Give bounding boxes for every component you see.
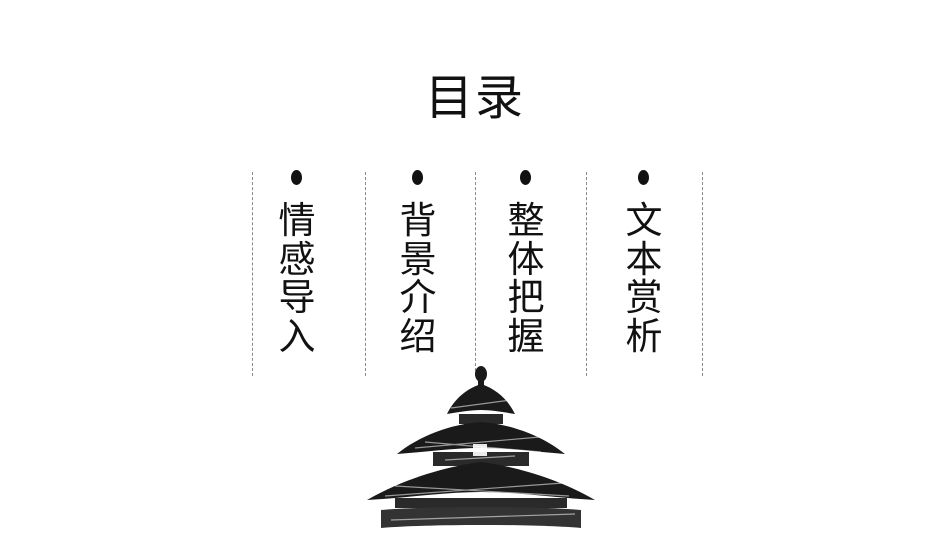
bullet-dot-icon xyxy=(291,170,302,185)
divider xyxy=(586,172,587,376)
toc-item-label: 文本赏析 xyxy=(625,199,663,358)
toc-item-label: 整体把握 xyxy=(507,199,545,358)
divider xyxy=(252,172,253,376)
bullet-dot-icon xyxy=(638,170,649,185)
divider xyxy=(475,172,476,376)
toc-item-label: 背景介绍 xyxy=(399,199,437,358)
temple-of-heaven-illustration xyxy=(367,366,595,528)
toc-item-label: 情感导入 xyxy=(278,199,316,358)
page-title: 目录 xyxy=(424,70,525,126)
bullet-dot-icon xyxy=(520,170,531,185)
divider xyxy=(365,172,366,376)
bullet-dot-icon xyxy=(412,170,423,185)
divider xyxy=(702,172,703,376)
